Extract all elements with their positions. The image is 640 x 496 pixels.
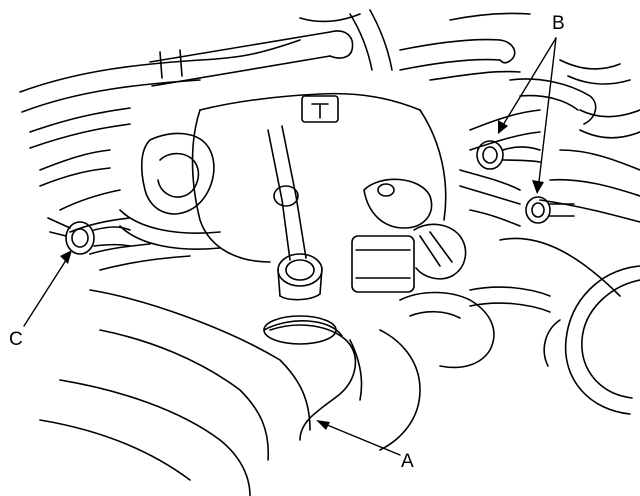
leader-b-1 — [499, 37, 557, 131]
upper-right-hoses — [469, 59, 640, 223]
upper-pipe-runs — [149, 9, 531, 87]
arrowhead-b-1 — [498, 120, 508, 134]
callout-label-c: C — [9, 329, 23, 350]
leader-b-2 — [537, 37, 557, 191]
callout-arrowheads — [60, 120, 544, 430]
center-vertical-pipe — [267, 125, 323, 301]
leader-c — [23, 253, 71, 327]
callout-leaders — [23, 37, 557, 456]
central-manifold — [119, 92, 447, 263]
upper-left-hoses — [19, 39, 301, 271]
callout-label-a: A — [401, 451, 414, 472]
left-fitting — [47, 217, 131, 255]
lower-right-hoses — [349, 237, 621, 451]
arrowhead-b-2 — [532, 180, 544, 194]
arrowhead-a — [316, 420, 330, 430]
lower-main-hose — [39, 289, 357, 496]
callout-label-b: B — [552, 13, 565, 34]
pulley-component — [543, 265, 640, 415]
right-side-fittings — [459, 140, 575, 227]
arrowhead-c — [60, 250, 72, 264]
sensor-connector — [351, 178, 467, 293]
leader-a — [319, 421, 401, 456]
